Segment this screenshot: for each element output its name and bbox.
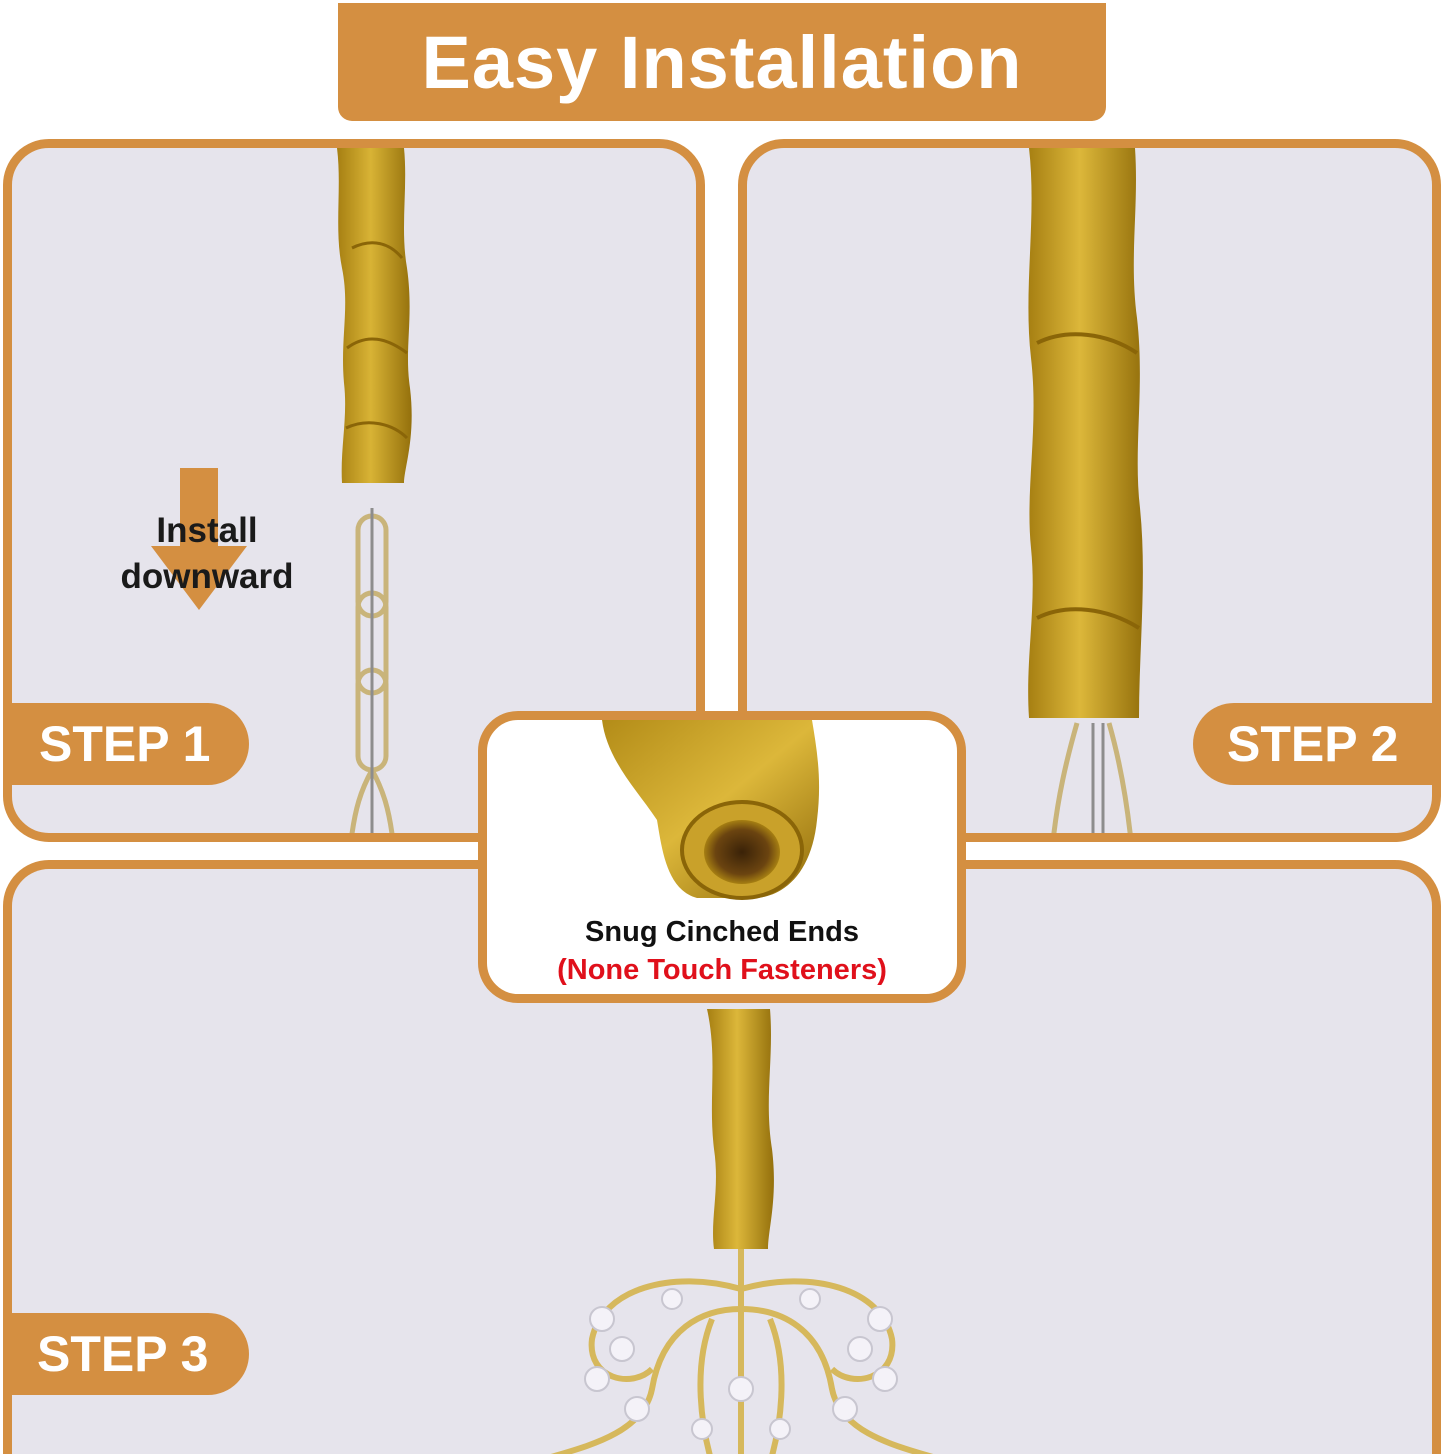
callout-subtitle: (None Touch Fasteners) <box>557 954 887 986</box>
velvet-sleeve <box>337 148 412 483</box>
page-title: Easy Installation <box>421 20 1023 104</box>
velvet-sleeve <box>707 1009 774 1249</box>
step3-badge: STEP 3 <box>3 1313 249 1395</box>
install-instruction: Install downward <box>92 508 322 600</box>
step3-illustration <box>550 1009 934 1454</box>
step1-illustration <box>151 148 412 833</box>
title-banner: Easy Installation <box>338 3 1106 121</box>
install-line2: downward <box>120 557 294 596</box>
cinched-ends-callout: Snug Cinched Ends (None Touch Fasteners) <box>478 711 966 1003</box>
arrow-down-icon <box>151 468 247 610</box>
callout-title: Snug Cinched Ends <box>585 916 859 948</box>
chandelier <box>550 1249 934 1454</box>
velvet-sleeve <box>1028 148 1143 718</box>
step2-badge: STEP 2 <box>1193 703 1441 785</box>
crystals <box>584 1288 898 1440</box>
install-line1: Install <box>156 511 258 550</box>
step2-panel <box>738 139 1441 842</box>
step2-illustration <box>1028 148 1143 833</box>
cinched-end-closeup <box>602 720 820 900</box>
chain <box>1051 722 1133 833</box>
step1-badge: STEP 1 <box>3 703 249 785</box>
